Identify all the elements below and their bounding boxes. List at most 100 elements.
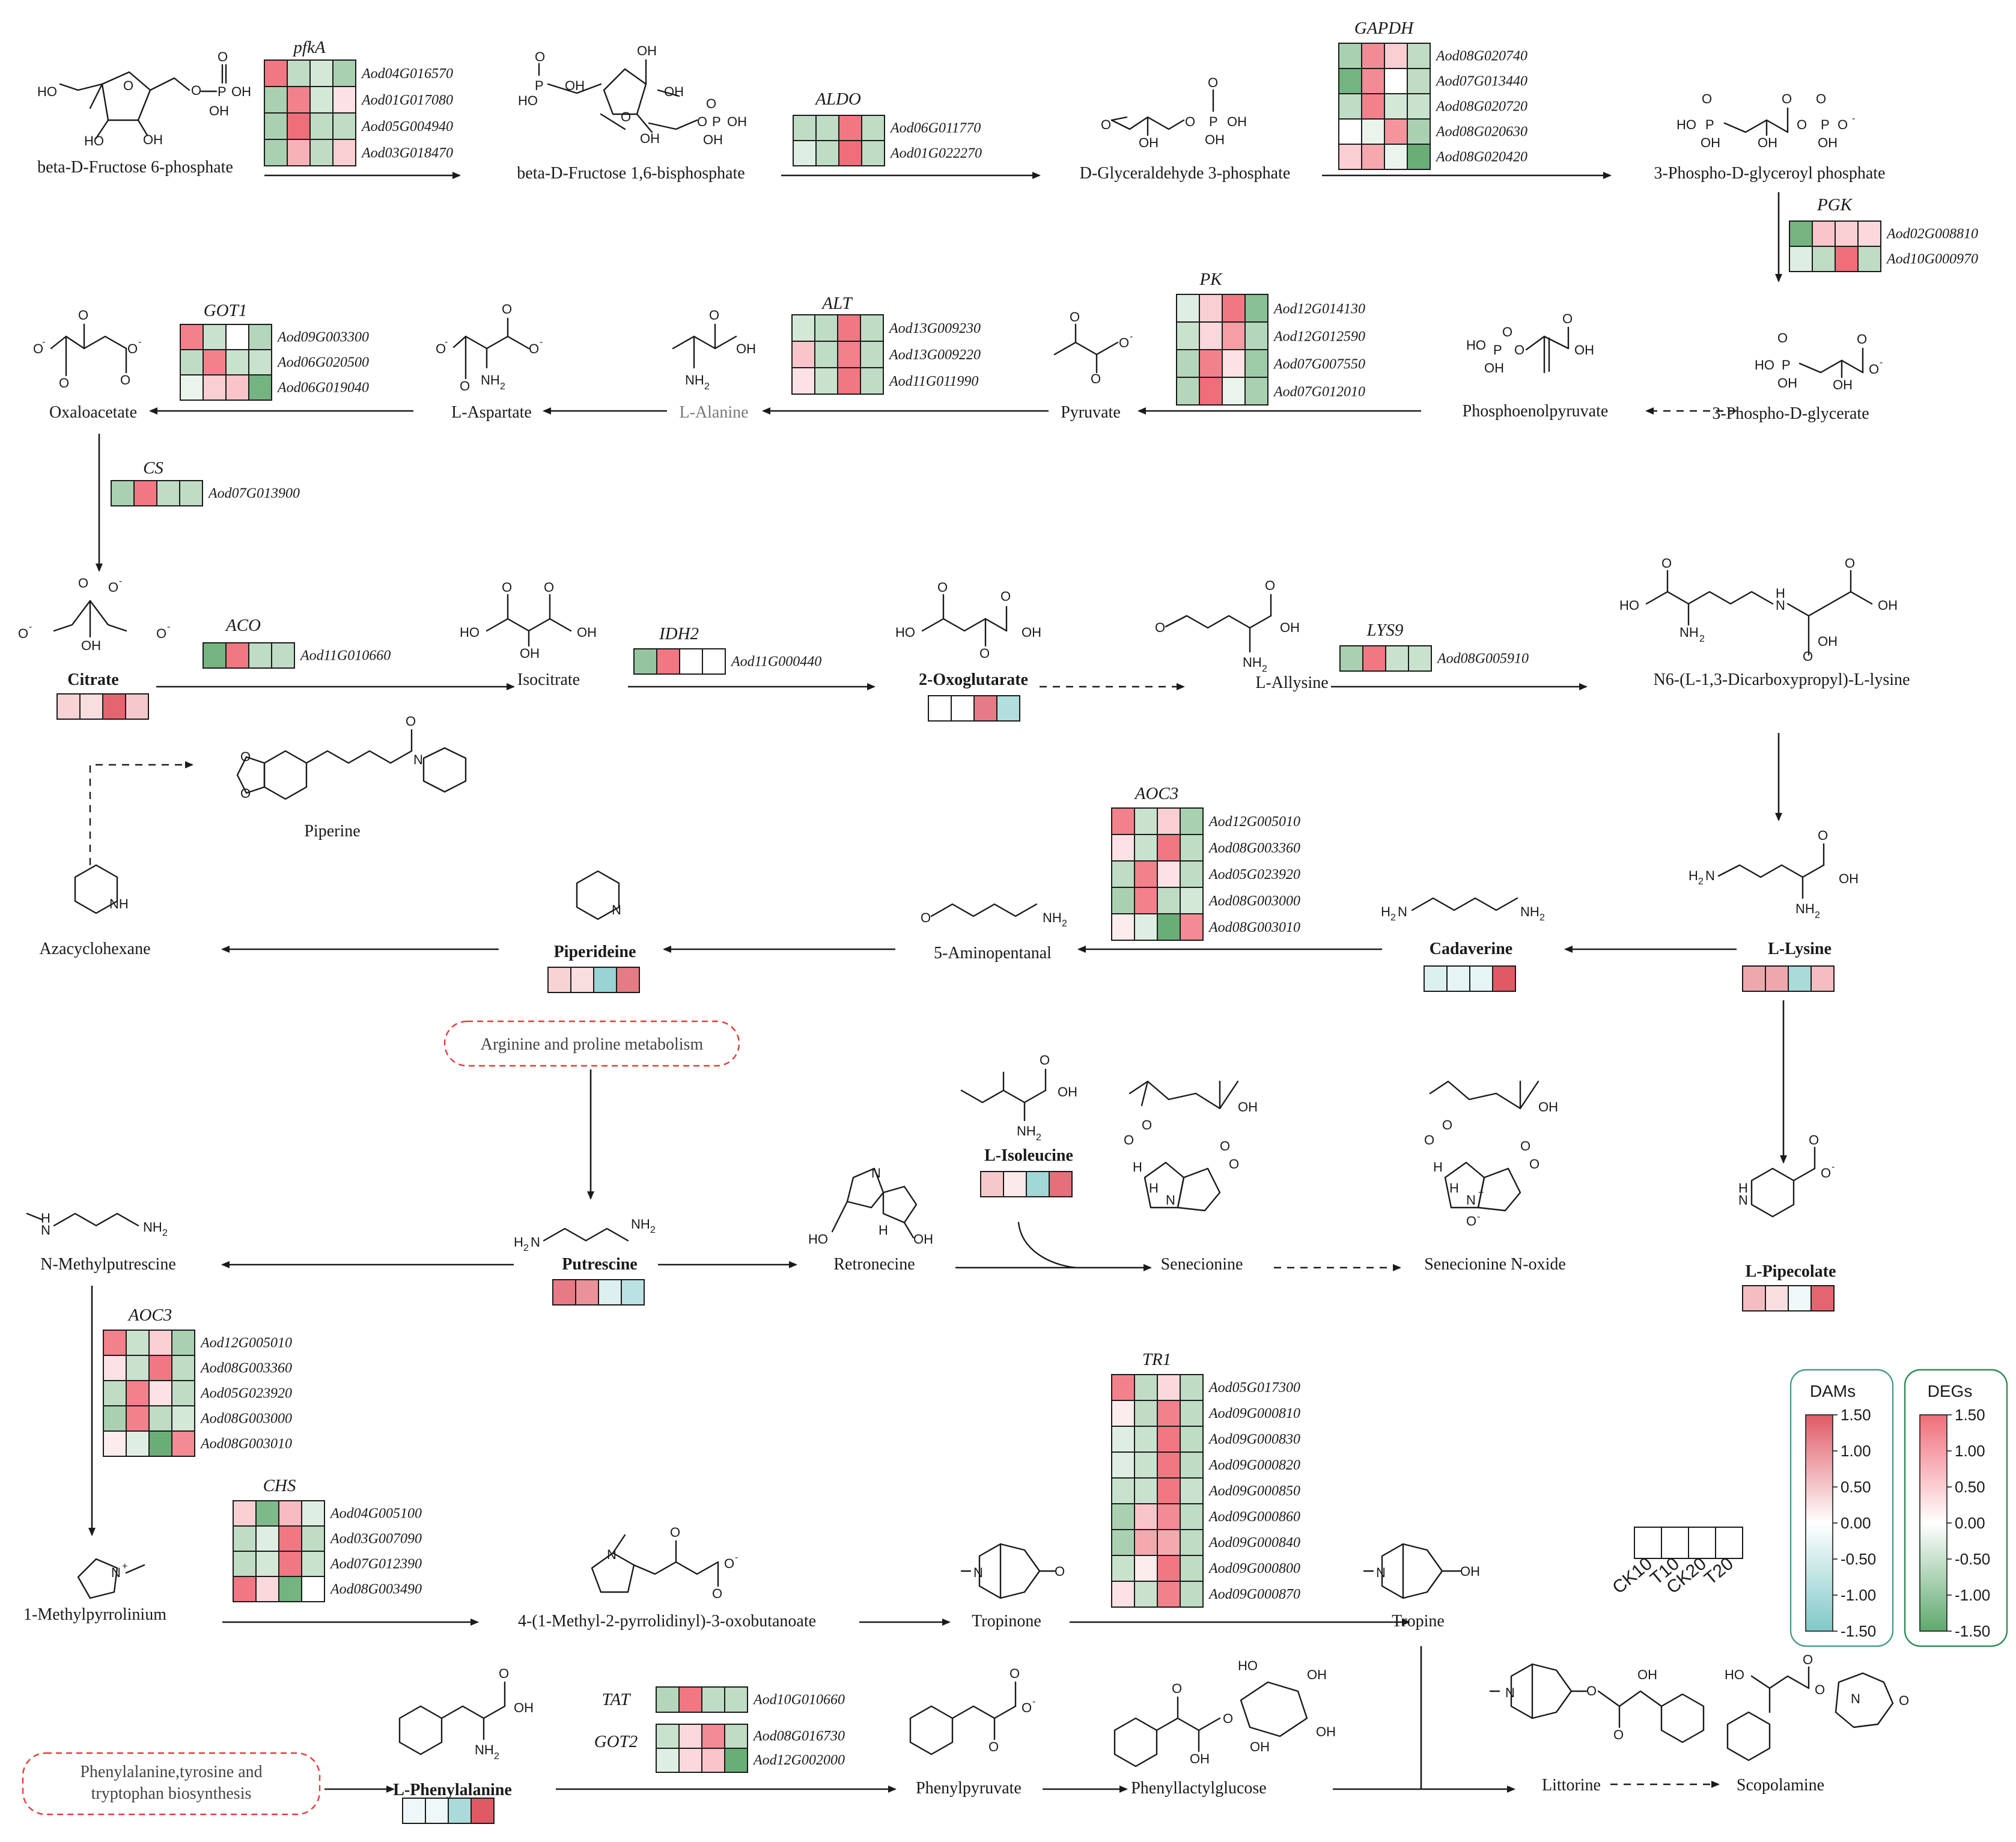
svg-text:O: O [1040,1053,1050,1068]
gene-id: Aod04G016570 [361,66,453,82]
deg-cell [724,1724,748,1749]
deg-cell [103,1380,127,1406]
dam-cell [552,1279,576,1306]
metabolite-trpn: Tropinone [972,1612,1041,1631]
dam-cell [1469,965,1493,992]
svg-text:NH: NH [1795,901,1815,916]
dam-heatmap-pipc [1742,1285,1835,1312]
structure-oaa: O - O O O O - [33,308,141,391]
deg-cell [1134,834,1158,862]
svg-text:OH: OH [1878,598,1898,613]
gene-id: Aod09G000840 [1208,1535,1300,1551]
deg-cell [271,642,295,669]
deg-heatmap-GAPDH: GAPDHAod08G020740Aod07G013440Aod08G02072… [1338,19,1527,170]
deg-cell [1176,377,1200,406]
deg-cell [791,367,815,395]
deg-cell [1157,1581,1181,1608]
pathway-boxes: Arginine and proline metabolism Phenylal… [22,1020,740,1816]
svg-text:O: O [1845,556,1855,571]
deg-cell [1338,43,1362,69]
deg-heatmap-CHS: CHSAod04G005100Aod03G007090Aod07G012390A… [233,1476,422,1602]
dam-cell [1049,1171,1073,1197]
gene-id: Aod09G003300 [276,330,369,345]
svg-text:P: P [1782,357,1791,372]
svg-text:HO: HO [84,133,104,148]
svg-text:O: O [123,78,133,93]
deg-cell [1835,246,1859,272]
deg-cell [264,59,288,87]
svg-text:O: O [406,714,416,729]
deg-heatmap-AOC3a: AOC3Aod12G005010Aod08G003360Aod05G023920… [1111,784,1300,941]
deg-cell [1857,220,1881,247]
deg-cell [278,1576,302,1602]
dam-cell [448,1798,472,1824]
deg-heatmap-TR1: TR1Aod05G017300Aod09G000810Aod09G000830A… [1111,1350,1300,1608]
pathway-label-phetyr-2: tryptophan biosynthesis [91,1784,252,1803]
svg-text:OH: OH [1316,1724,1336,1739]
deg-cell [1111,1581,1135,1608]
tick-label: 0.50 [1955,1478,1985,1496]
structure-pipd: N [576,870,621,920]
gene-id: Aod05G023920 [1208,867,1300,883]
deg-cell [793,115,817,141]
dam-heatmap-cad [1424,965,1516,992]
gene-id: Aod06G020500 [276,355,369,371]
deg-cell [1857,246,1881,272]
svg-text:OH: OH [1833,377,1853,392]
deg-cell [203,642,227,669]
deg-cell [1111,887,1135,914]
svg-text:H: H [1689,868,1698,883]
svg-text:-: - [1880,357,1883,368]
svg-text:N: N [612,902,621,917]
deg-cell [1134,1374,1158,1401]
dam-legend-title: DAMs [1810,1382,1856,1400]
gene-id: Aod09G000850 [1208,1483,1300,1499]
deg-cell [861,115,885,141]
deg-cell [255,1576,279,1602]
svg-text:2: 2 [1699,634,1705,644]
svg-text:O: O [544,580,554,595]
metabolite-phe: L-Phenylalanine [393,1781,512,1799]
gene-id: Aod08G003490 [329,1582,422,1597]
enzyme-name: TAT [602,1690,632,1709]
svg-text:N: N [1738,1193,1748,1208]
deg-cell [1407,118,1431,145]
dam-cell [621,1279,645,1306]
svg-text:O: O [1803,649,1813,664]
deg-cell [679,648,703,675]
deg-heatmap-pfkA: pfkAAod04G016570Aod01G017080Aod05G004940… [264,38,453,166]
gene-id: Aod12G002000 [752,1752,845,1768]
svg-text:O: O [499,1666,509,1681]
dam-cell [996,695,1020,722]
svg-text:HO: HO [518,93,538,108]
dam-heatmap-ile [980,1171,1073,1197]
gene-id: Aod07G012390 [329,1557,422,1572]
structure-asp: O - O NH 2 O O - [436,302,543,394]
svg-text:NH: NH [1017,1123,1036,1138]
svg-text:O: O [706,96,716,111]
svg-text:O: O [502,580,512,595]
svg-text:2: 2 [1698,877,1704,887]
gene-id: Aod12G012590 [1273,329,1365,344]
svg-text:OH: OH [514,1700,534,1715]
deg-cell [815,140,839,166]
deg-cell [1407,93,1431,120]
deg-cell [1338,118,1362,145]
deg-cell [1180,1374,1204,1401]
svg-text:O: O [921,910,931,925]
deg-cell [156,480,180,506]
svg-text:O: O [1702,91,1712,106]
dam-cell [1492,965,1516,992]
svg-text:O: O [1661,556,1672,571]
svg-text:O: O [1502,324,1512,339]
svg-text:OH: OH [1777,375,1797,391]
gene-id: Aod10G010660 [752,1692,845,1708]
deg-cell [203,374,227,401]
enzyme-name: GAPDH [1354,19,1415,38]
deg-cell [1789,220,1813,247]
svg-text:OH: OH [1574,342,1594,357]
dam-cell [102,693,126,720]
dam-cell [570,967,594,993]
svg-text:N: N [973,1565,983,1580]
